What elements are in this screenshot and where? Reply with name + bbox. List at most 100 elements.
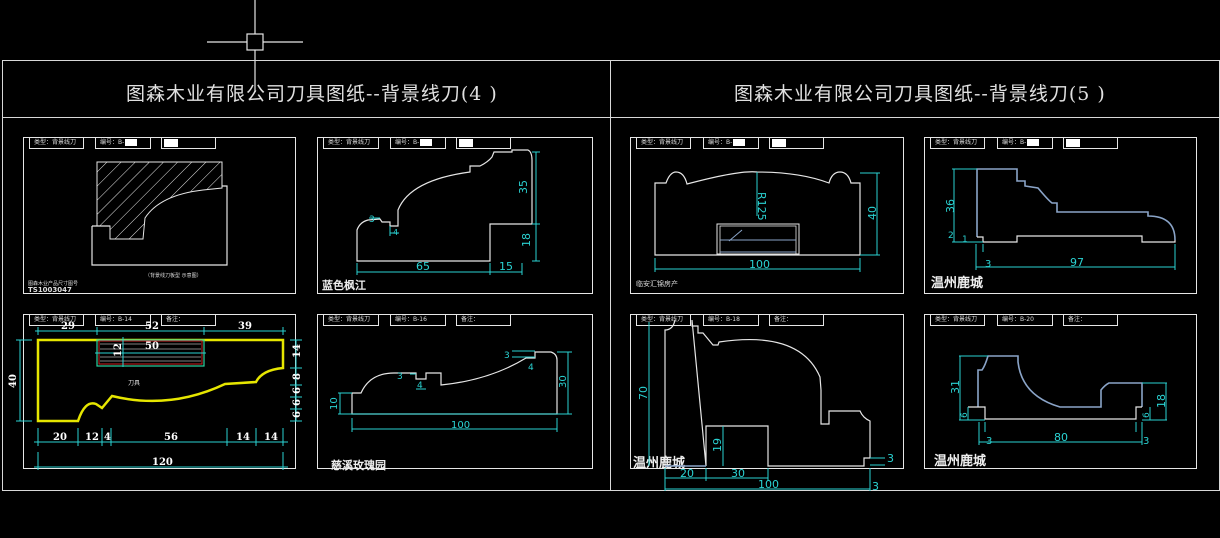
titleblock-type: 类型：背景线刀 (323, 314, 379, 326)
redacted-block (459, 139, 473, 147)
dim-label: 50 (145, 341, 159, 352)
redacted-block (1066, 139, 1080, 147)
titleblock-type: 类型：背景线刀 (930, 137, 985, 149)
dim-label: 12 (113, 343, 124, 357)
footer-line-2: TS1003047 (28, 286, 72, 294)
redacted-block (1027, 139, 1040, 146)
dim-label: 14 (236, 432, 250, 443)
titleblock-number: 编号：B-18 (703, 314, 759, 326)
drawing-sheet[interactable] (924, 314, 1197, 469)
dim-label: 29 (61, 321, 75, 332)
titleblock-type: 类型：背景线刀 (323, 137, 379, 149)
dim-label: 8 (292, 373, 303, 380)
titleblock-note (456, 137, 511, 149)
dim-label: 18 (1155, 394, 1168, 408)
dim-label: 100 (451, 420, 470, 431)
dim-label: 31 (949, 380, 962, 394)
footer-line-1: 图森木业产品尺寸图号 (28, 281, 79, 287)
dim-label: 3 (985, 259, 991, 270)
dim-label: 40 (8, 374, 19, 388)
drawing-sheet[interactable] (630, 314, 904, 469)
pickbox-icon (246, 33, 264, 51)
dim-label: 39 (238, 321, 252, 332)
sheet-caption: 温州鹿城 (633, 456, 686, 471)
dim-label: 35 (517, 180, 530, 194)
panel-4-title: 图森木业有限公司刀具图纸--背景线刀(4 ) (126, 83, 498, 105)
dim-label: 3 (397, 372, 403, 382)
sheet-caption: 温州鹿城 (934, 454, 987, 469)
dim-label: 14 (292, 344, 303, 358)
dim-label: 14 (264, 432, 278, 443)
titleblock-number-text: 编号：B- (395, 139, 420, 146)
panel-5-title: 图森木业有限公司刀具图纸--背景线刀(5 ) (734, 83, 1106, 105)
redacted-block (164, 139, 178, 147)
dim-label: 70 (637, 386, 650, 400)
titleblock-number-text: 编号：B- (1002, 139, 1027, 146)
titleblock-type: 类型：背景线刀 (930, 314, 985, 326)
dim-label: 10 (329, 397, 340, 410)
redacted-block (733, 139, 746, 146)
titleblock-note (161, 137, 216, 149)
titleblock-number: 编号：B- (390, 137, 446, 149)
dim-label: 15 (499, 260, 513, 273)
dim-label: R125 (755, 192, 768, 221)
drawing-sheet[interactable] (317, 137, 593, 294)
titleblock-number: 编号：B-20 (997, 314, 1053, 326)
titleblock-note: 备注： (769, 314, 824, 326)
titleblock-number-text: 编号：B- (100, 139, 125, 146)
redacted-block (420, 139, 433, 146)
dim-label: 6 (292, 399, 303, 406)
sheet-caption: 临安汇锦房产 (636, 280, 678, 288)
redacted-block (125, 139, 138, 146)
dim-label: 4 (104, 432, 111, 443)
titleblock-note: 备注： (161, 314, 216, 326)
dim-label: 18 (520, 233, 533, 247)
dim-label: 3 (369, 215, 375, 225)
drawing-sheet[interactable] (630, 137, 904, 294)
drawing-sheet[interactable] (23, 137, 296, 294)
dim-label: 19 (711, 438, 724, 452)
dim-label: 52 (145, 321, 159, 332)
dim-label: 3 (1143, 436, 1149, 447)
dim-label: 4 (528, 363, 534, 373)
dim-label: 20 (680, 467, 694, 480)
titleblock-note: 备注： (1063, 314, 1118, 326)
dim-label: 80 (1054, 431, 1068, 444)
center-note: 刀具 (128, 380, 141, 387)
dim-label: 6 (292, 387, 303, 394)
dim-label: 36 (944, 199, 957, 213)
dim-label: 6 (960, 412, 970, 418)
dim-label: 3 (504, 351, 510, 361)
dim-label: 3 (887, 452, 894, 465)
dim-label: 1 (962, 235, 968, 245)
dim-label: 3 (872, 480, 879, 493)
titleblock-note (1063, 137, 1118, 149)
dim-label: 65 (416, 260, 430, 273)
titleblock-type: 类型：背景线刀 (29, 137, 84, 149)
drawing-sheet[interactable] (924, 137, 1197, 294)
dim-label: 97 (1070, 256, 1084, 269)
center-note: （背景线刀板型 示意图） (145, 273, 202, 279)
titleblock-number: 编号：B- (95, 137, 151, 149)
drawing-sheet[interactable] (317, 314, 593, 469)
titleblock-note: 备注： (456, 314, 511, 326)
sheet-caption: 蓝色枫江 (322, 279, 366, 292)
dim-label: 120 (152, 457, 173, 468)
titleblock-note (769, 137, 824, 149)
titleblock-type: 类型：背景线刀 (29, 314, 84, 326)
dim-label: 20 (53, 432, 67, 443)
dim-label: 100 (758, 478, 779, 491)
titleblock-number: 编号：B- (997, 137, 1053, 149)
titleblock-number-text: 编号：B- (708, 139, 733, 146)
dim-label: 6 (1142, 412, 1152, 418)
sheet-caption: 温州鹿城 (931, 276, 984, 291)
